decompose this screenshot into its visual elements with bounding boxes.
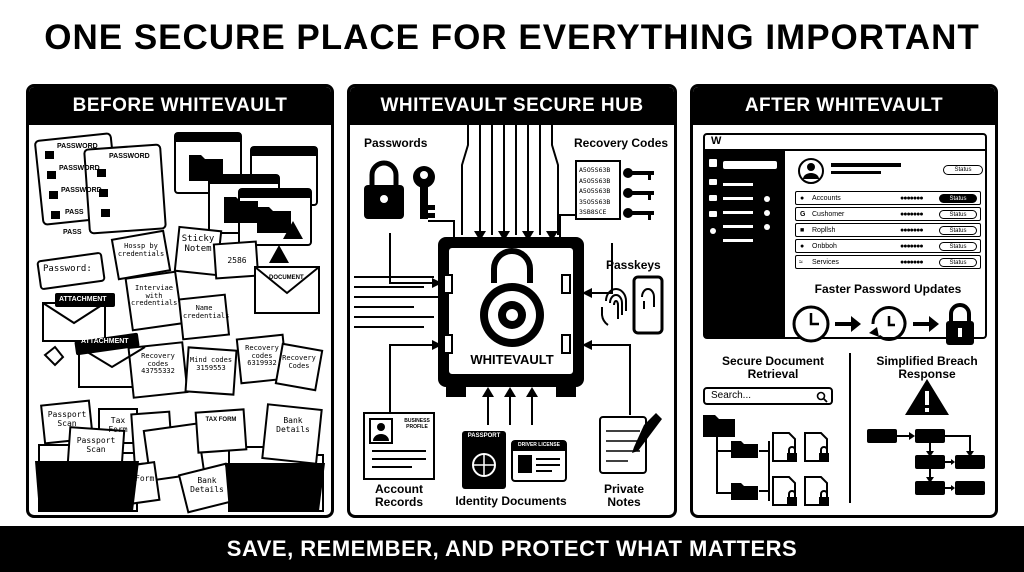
note-name-credentials: Name credentials	[183, 304, 230, 320]
label-simplified-breach-response: Simplified Breach Response	[876, 354, 978, 382]
label-faster-password-updates: Faster Password Updates	[814, 282, 962, 296]
padlock-icon	[364, 160, 404, 219]
note-pass-1: PASS	[65, 209, 84, 216]
label-passwords: Passwords	[364, 136, 428, 150]
note-interviae: Interviae with credentials	[131, 284, 178, 308]
note-password-2: PASSWORD	[109, 153, 150, 160]
wifi-icon: ≈	[799, 258, 803, 266]
phone-icon	[632, 275, 664, 335]
note-password-4: PASSWORD	[61, 187, 102, 194]
label-secure-document-retrieval: Secure Document Retrieval	[721, 354, 825, 382]
app-sidebar	[705, 151, 785, 337]
tag-attachment-1: ATTACHMENT	[59, 296, 107, 303]
g-logo-icon: G	[800, 210, 806, 218]
notebook-pen-icon	[599, 413, 662, 474]
doc-tax-form-1: Tax Form	[108, 416, 128, 434]
label-driver-license: DRIVER LICENSE	[518, 442, 560, 448]
divider	[849, 353, 851, 503]
user-icon: ●	[800, 194, 805, 202]
label-private-notes: Private Notes	[603, 482, 645, 510]
app-mockup: W	[703, 133, 987, 339]
footer-tagline: SAVE, REMEMBER, AND PROTECT WHAT MATTERS	[0, 526, 1024, 572]
label-passport: PASSPORT	[467, 433, 501, 439]
note-recovery-1: Recovery codes 43755332	[141, 352, 175, 376]
label-account-records: Account Records	[374, 482, 424, 510]
refresh-clock-icon	[869, 306, 907, 341]
page-headline: ONE SECURE PLACE FOR EVERYTHING IMPORTAN…	[44, 18, 980, 57]
doc-passport-scan-2: Passport Scan	[76, 436, 116, 454]
label-business-profile: BUSINESS PROFILE	[404, 418, 430, 430]
driver-license-icon	[511, 440, 567, 482]
search-input[interactable]: Search...	[703, 387, 833, 405]
note-2586: 2586	[227, 256, 247, 265]
passport-icon	[462, 431, 506, 489]
lock-icon	[946, 303, 974, 345]
label-recovery-codes: Recovery Codes	[574, 136, 669, 150]
doc-passport-scan-1: Passport Scan	[47, 410, 87, 428]
update-flow	[792, 303, 974, 345]
apple-icon: ●	[800, 242, 805, 250]
profile-header	[798, 158, 901, 184]
note-password-1: PASSWORD	[57, 143, 98, 150]
hub-panel: WHITEVAULT SECURE HUB	[347, 84, 677, 518]
after-panel-title: AFTER WHITEVAULT	[693, 87, 995, 125]
doc-tax-form-3: Tax Form	[115, 474, 155, 483]
account-row-accounts[interactable]: ● Accounts ●●●●●●● Status	[795, 191, 981, 205]
breach-flowchart	[867, 379, 985, 495]
search-icon	[816, 391, 828, 403]
doc-bank-details-2: Bank Details	[190, 476, 224, 494]
clutter-illustration	[34, 132, 325, 514]
note-password-colon: Password:	[43, 264, 92, 274]
app-logo: W	[711, 135, 722, 147]
profile-status-badge: Status	[943, 165, 983, 175]
hub-panel-title: WHITEVAULT SECURE HUB	[350, 87, 674, 125]
note-recovery-3: Recovery Codes	[282, 354, 316, 370]
note-recovery-2: Recovery codes 6319932	[245, 344, 279, 368]
hub-illustration	[354, 125, 664, 489]
document-tree	[703, 415, 829, 506]
before-panel-body: PASSWORD PASSWORD PASSWORD PASSWORD PASS…	[29, 125, 331, 515]
account-row-services[interactable]: ≈ Services ●●●●●●● Status	[795, 255, 981, 269]
label-identity-documents: Identity Documents	[455, 494, 567, 508]
warning-icon	[905, 379, 949, 415]
doc-bank-details-1: Bank Details	[276, 416, 310, 434]
before-panel-title: BEFORE WHITEVAULT	[29, 87, 331, 125]
fingerprint-icon	[601, 288, 627, 326]
account-row-cushomer[interactable]: G Cushomer ●●●●●●● Status	[795, 207, 981, 221]
account-row-onbboh[interactable]: ● Onbboh ●●●●●●● Status	[795, 239, 981, 253]
lock-icon: ■	[800, 226, 805, 234]
label-passkeys: Passkeys	[606, 258, 661, 272]
folder-icon	[703, 415, 735, 437]
business-profile-card	[363, 412, 435, 480]
before-panel: BEFORE WHITEVAULT	[26, 84, 334, 518]
note-mind-codes: Mind codes 3159553	[189, 356, 233, 372]
after-panel-body: W	[693, 125, 995, 515]
note-password-3: PASSWORD	[59, 165, 100, 172]
doc-tax-form-2: TAX FORM	[205, 417, 237, 423]
vault-safe-icon	[438, 237, 584, 397]
vault-label: WHITEVAULT	[470, 352, 554, 367]
note-pass-2: PASS	[63, 229, 82, 236]
note-document: DOCUMENT	[269, 275, 304, 281]
clock-icon	[792, 305, 830, 343]
tag-attachment-2: ATTACHMENT	[81, 338, 129, 345]
note-sticky: Sticky Notem	[181, 234, 215, 254]
note-hossp: Hossp by credentials	[117, 242, 165, 258]
app-titlebar: W	[705, 135, 985, 151]
after-panel: AFTER WHITEVAULT W	[690, 84, 998, 518]
account-row-ropllsh[interactable]: ■ Ropllsh ●●●●●●● Status	[795, 223, 981, 237]
